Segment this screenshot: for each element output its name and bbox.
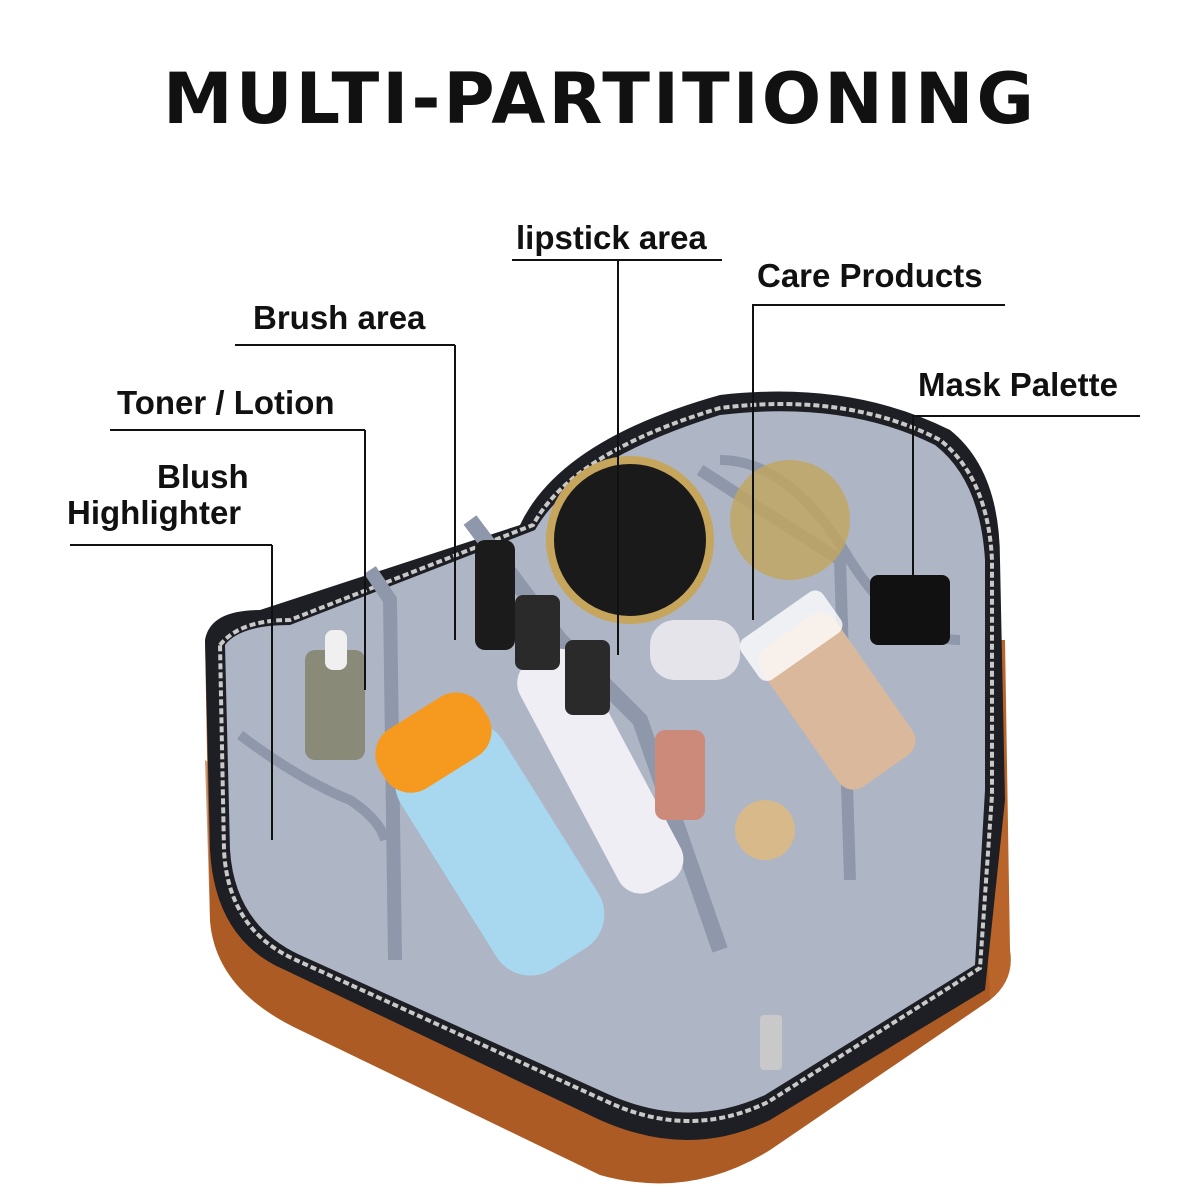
label-care-products: Care Products: [757, 257, 983, 294]
label-brush-area: Brush area: [253, 299, 426, 336]
label-highlighter: Highlighter: [67, 494, 242, 531]
elastic-band-left: [237, 730, 390, 842]
label-lipstick-area: lipstick area: [516, 219, 707, 256]
zipper-pull: [760, 1015, 782, 1070]
lotion-tube: [375, 692, 605, 976]
callout-line-toner: [110, 429, 366, 690]
label-blush: Blush: [157, 458, 249, 495]
lipstick-1: [475, 540, 515, 650]
label-mask-palette: Mask Palette: [918, 366, 1118, 403]
callout-lines: [70, 259, 1140, 840]
divider-left: [364, 566, 402, 961]
callout-line-lipstick: [512, 259, 722, 655]
foundation-bottle: [739, 590, 916, 790]
white-tube: [517, 648, 684, 894]
zipper-track: [217, 402, 994, 1123]
dropper-cap: [325, 630, 347, 670]
headline: MULTI-PARTITIONING: [163, 58, 1037, 140]
label-toner-lotion: Toner / Lotion: [117, 384, 335, 421]
callout-line-blush: [70, 544, 273, 840]
callout-line-mask: [912, 415, 1140, 600]
toner-bottle: [305, 650, 365, 760]
mask-jar: [730, 460, 850, 580]
cushion-compact: [546, 456, 714, 624]
lipstick-2: [515, 595, 560, 670]
lipstick-3: [565, 640, 610, 715]
small-bottle: [655, 730, 705, 820]
callout-line-care: [752, 304, 1005, 620]
gold-cap: [735, 800, 795, 860]
silver-cap: [650, 620, 740, 680]
callout-line-brush: [235, 344, 456, 640]
perfume-cube: [870, 575, 950, 645]
